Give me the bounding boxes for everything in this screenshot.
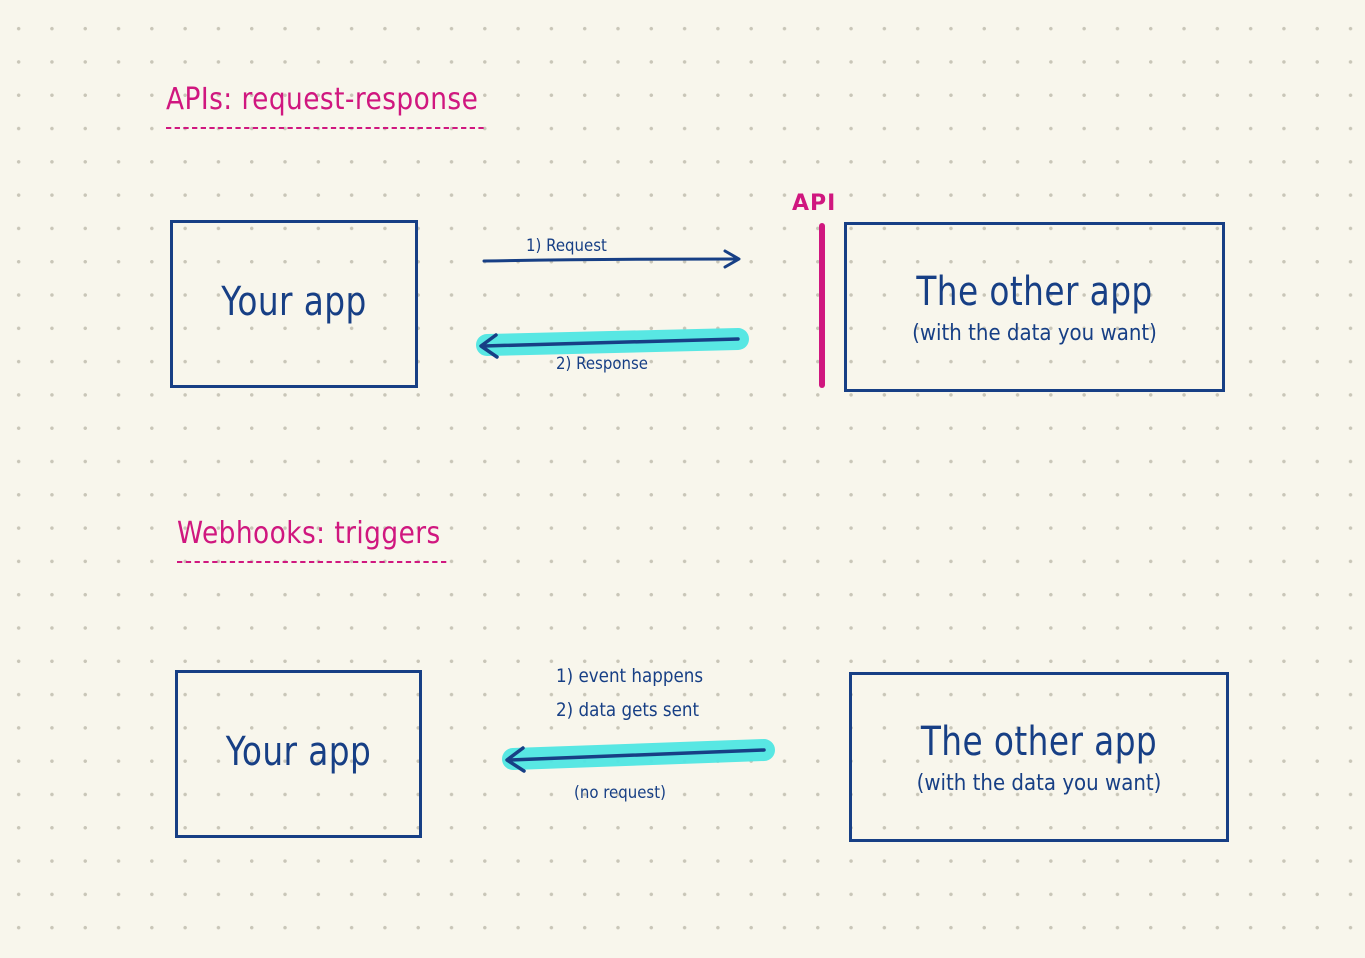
response-label: 2) Response <box>556 354 648 374</box>
data-gets-sent-label: 2) data gets sent <box>556 699 700 721</box>
api-heading-underline <box>166 127 484 129</box>
webhook-other-app-title: The other app <box>920 719 1158 765</box>
api-other-app-title: The other app <box>916 269 1153 315</box>
api-boundary-label: API <box>792 191 837 216</box>
webhook-data-arrow <box>502 739 775 773</box>
api-your-app-label: Your app <box>221 279 367 325</box>
request-label: 1) Request <box>526 236 607 256</box>
event-happens-label: 1) event happens <box>556 665 704 687</box>
response-arrow <box>476 328 749 359</box>
webhook-your-app-box: Your app <box>175 670 422 838</box>
api-section-heading: APIs: request-response <box>166 82 484 129</box>
webhook-heading-underline <box>177 561 447 563</box>
api-other-app-box: The other app (with the data you want) <box>844 222 1225 392</box>
webhook-other-app-subtitle: (with the data you want) <box>916 771 1162 796</box>
webhook-section-heading: Webhooks: triggers <box>177 516 447 563</box>
request-arrow <box>482 249 741 269</box>
api-your-app-box: Your app <box>170 220 418 388</box>
webhook-other-app-box: The other app (with the data you want) <box>849 672 1229 842</box>
webhook-your-app-label: Your app <box>225 729 372 775</box>
api-heading-text: APIs: request-response <box>166 82 479 117</box>
api-other-app-subtitle: (with the data you want) <box>912 321 1157 346</box>
no-request-label: (no request) <box>574 783 666 803</box>
webhook-heading-text: Webhooks: triggers <box>177 516 441 551</box>
